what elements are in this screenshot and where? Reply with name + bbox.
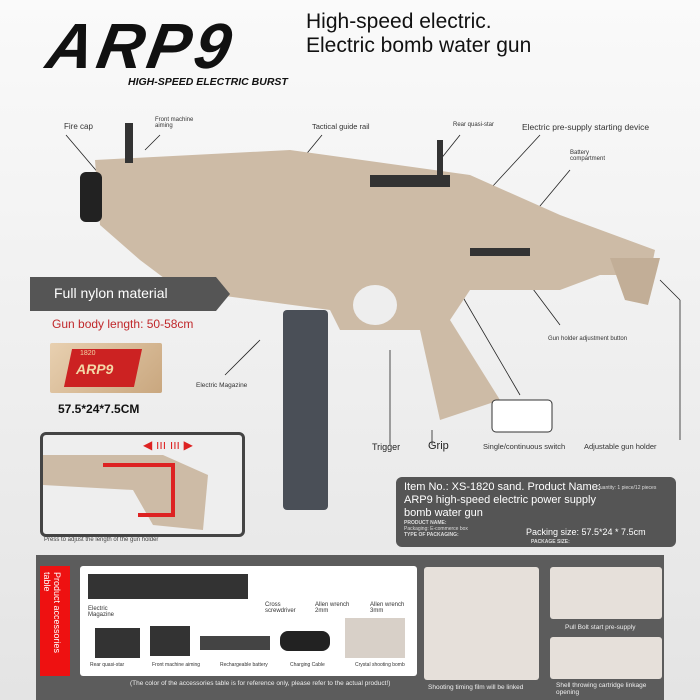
detail-pull-bolt-caption: Pull Bolt start pre-supply bbox=[565, 624, 636, 631]
accessories-title: Product accessories table bbox=[40, 566, 70, 676]
info-packaging-label: TYPE OF PACKAGING: bbox=[404, 532, 459, 538]
detail-timing-caption: Shooting timing film will be linked bbox=[428, 684, 524, 691]
accessory-rear-sight: Rear quasi-star bbox=[90, 662, 125, 668]
info-line3: bomb water gun bbox=[404, 507, 483, 519]
box-logo: ARP9 bbox=[76, 361, 114, 377]
accessory-front-sight: Front machine aiming bbox=[152, 662, 201, 668]
gun-illustration bbox=[65, 123, 681, 510]
callout-pre-supply: Electric pre-supply starting device bbox=[522, 122, 650, 132]
callout-battery: Battery compartment bbox=[570, 150, 606, 162]
stock-caption: Press to adjust the length of the gun ho… bbox=[44, 537, 159, 543]
info-line2: ARP9 high-speed electric power supply bbox=[404, 494, 596, 506]
detail-shell-caption: Shell throwing cartridge linkage opening bbox=[556, 682, 647, 696]
body-length: Gun body length: 50-58cm bbox=[52, 317, 194, 331]
box-number: 1820 bbox=[80, 350, 96, 357]
info-product-name-label: PRODUCT NAME: bbox=[404, 520, 447, 526]
accessories-panel: Electric Magazine Cross screwdriver Alle… bbox=[80, 566, 417, 676]
headline: High-speed electric. Electric bomb water… bbox=[306, 10, 532, 57]
stock-adjust-image: ◀ ııı ııı ▶ bbox=[40, 432, 245, 537]
magazine bbox=[283, 310, 328, 510]
callout-adjustable-holder: Adjustable gun holder bbox=[584, 442, 657, 451]
callout-switch: Single/continuous switch bbox=[483, 442, 566, 451]
accessory-battery: Rechargeable battery bbox=[220, 662, 268, 668]
accessory-water-beads: Crystal shooting bomb bbox=[355, 662, 405, 668]
callout-grip: Grip bbox=[428, 440, 449, 452]
info-quantity: Quantity: 1 piece/12 pieces bbox=[596, 485, 657, 491]
accessory-wrench-3mm: Allen wrench 3mm bbox=[370, 602, 405, 614]
accessory-magazine: Electric Magazine bbox=[88, 606, 115, 618]
info-package-size-label: PACKAGE SIZE: bbox=[531, 539, 570, 545]
product-info-card: Item No.: XS-1820 sand. Product Name: Qu… bbox=[396, 477, 676, 547]
info-packing-size: Packing size: 57.5*24 * 7.5cm bbox=[526, 527, 646, 537]
callout-trigger: Trigger bbox=[372, 442, 401, 452]
info-packaging: Packaging: E-commerce box bbox=[404, 526, 468, 532]
callout-fire-cap: Fire cap bbox=[64, 122, 93, 131]
leader-lines bbox=[65, 134, 681, 445]
callout-magazine: Electric Magazine bbox=[196, 382, 248, 389]
callout-rear-sight: Rear quasi-star bbox=[453, 122, 495, 128]
material-banner: Full nylon material bbox=[30, 277, 230, 311]
info-line1: Item No.: XS-1820 sand. Product Name: bbox=[404, 481, 601, 493]
fire-cap bbox=[80, 172, 102, 222]
brand-subtitle: HIGH-SPEED ELECTRIC BURST bbox=[128, 76, 288, 88]
box-size: 57.5*24*7.5CM bbox=[58, 402, 140, 416]
callout-holder-button: Gun holder adjustment button bbox=[548, 336, 628, 342]
svg-text:◀ ııı ııı ▶: ◀ ııı ııı ▶ bbox=[143, 438, 194, 452]
callout-front-sight: Front machine aiming bbox=[155, 117, 194, 129]
accessory-cable: Charging Cable bbox=[290, 662, 325, 668]
callout-tactical-rail: Tactical guide rail bbox=[312, 122, 370, 131]
accessory-screwdriver: Cross screwdriver bbox=[265, 602, 296, 614]
detail-pull-bolt-image bbox=[550, 567, 662, 619]
accessory-wrench-2mm: Allen wrench 2mm bbox=[315, 602, 350, 614]
accessories-note: (The color of the accessories table is f… bbox=[130, 680, 391, 687]
detail-shell-image bbox=[550, 637, 662, 679]
detail-timing-image bbox=[424, 567, 539, 680]
switch-diagram bbox=[491, 399, 553, 433]
product-box-image: 1820 ARP9 bbox=[50, 343, 162, 393]
